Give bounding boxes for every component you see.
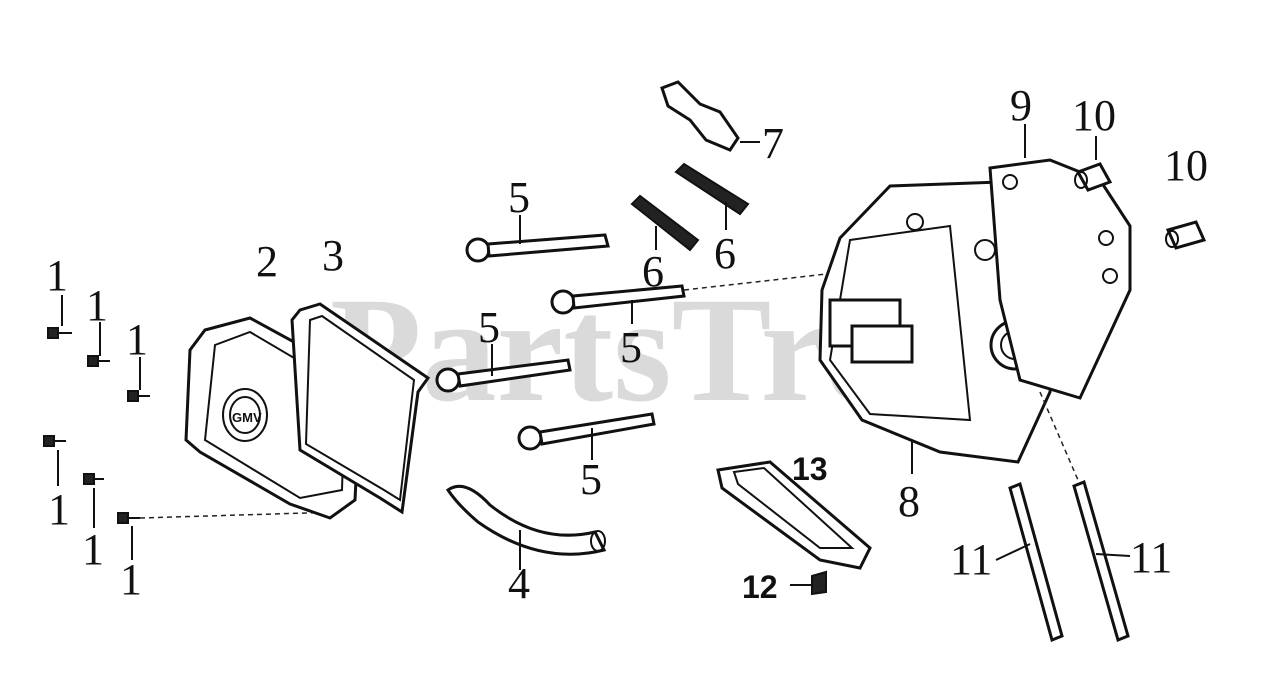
callout-8: 8	[898, 477, 920, 526]
callout-3: 3	[322, 231, 344, 280]
callout-7: 7	[762, 119, 784, 168]
bolt[interactable]	[117, 512, 140, 524]
callout-10: 10	[1164, 141, 1208, 190]
bolt[interactable]	[87, 355, 110, 367]
callout-12: 12	[742, 569, 778, 605]
part-13-intake-gasket[interactable]	[716, 460, 872, 570]
part-1-bolts[interactable]	[43, 295, 341, 560]
part-5-bolts[interactable]	[435, 215, 881, 460]
bolt[interactable]	[47, 327, 72, 339]
part-3-gasket[interactable]	[290, 302, 431, 515]
part-10-dowels[interactable]	[1074, 136, 1207, 250]
bolt[interactable]	[83, 473, 104, 485]
logo-emblem	[222, 388, 268, 442]
callout-1: 1	[120, 555, 142, 604]
bolt-5[interactable]	[465, 233, 610, 263]
callout-11: 11	[950, 535, 992, 584]
bolt[interactable]	[127, 390, 150, 402]
callout-1: 1	[126, 315, 148, 364]
callout-5: 5	[580, 455, 602, 504]
callout-5: 5	[620, 323, 642, 372]
callout-6: 6	[714, 229, 736, 278]
bolt-5[interactable]	[550, 284, 686, 315]
bolt-5[interactable]	[435, 358, 572, 393]
callout-4: 4	[508, 559, 530, 608]
part-11-studs[interactable]	[995, 391, 1131, 643]
callout-1: 1	[48, 485, 70, 534]
part-6-studs[interactable]	[630, 162, 750, 252]
callout-6: 6	[642, 247, 664, 296]
callout-10: 10	[1072, 91, 1116, 140]
callout-5: 5	[478, 303, 500, 352]
callout-13: 13	[792, 451, 828, 487]
part-9-head-gasket[interactable]	[988, 124, 1132, 400]
bolt-5[interactable]	[517, 412, 656, 451]
callout-11: 11	[1130, 533, 1172, 582]
part-7-spark-plug[interactable]	[660, 80, 760, 152]
callout-1: 1	[86, 281, 108, 330]
part-12-clip[interactable]	[790, 570, 827, 596]
callout-5: 5	[508, 173, 530, 222]
cover-logo: GMV	[232, 410, 262, 425]
callout-2: 2	[256, 237, 278, 286]
callout-1: 1	[82, 525, 104, 574]
bolt[interactable]	[43, 435, 66, 447]
callout-9: 9	[1010, 81, 1032, 130]
part-4-hose[interactable]	[445, 484, 607, 570]
callout-1: 1	[46, 251, 68, 300]
